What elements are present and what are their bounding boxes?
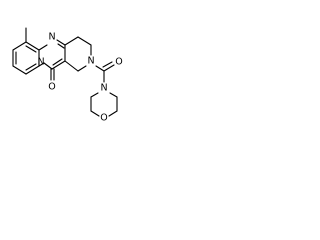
bond xyxy=(25,41,40,51)
bond xyxy=(57,43,65,49)
bond xyxy=(64,36,79,46)
atom-label-n-pyrimidine: N xyxy=(48,32,55,43)
bond xyxy=(103,64,115,72)
bond xyxy=(51,60,66,70)
bond xyxy=(90,92,99,98)
bond xyxy=(25,45,37,53)
atom-label-n-piperidine: N xyxy=(87,56,94,67)
atom-labels: N N N N O O O xyxy=(37,32,122,124)
bond xyxy=(64,60,79,72)
bond xyxy=(25,65,40,75)
atom-label-n-morpholine: N xyxy=(100,83,107,94)
atom-label-o-morpholine: O xyxy=(100,113,107,124)
atom-label-o-ketone: O xyxy=(48,82,55,93)
bond xyxy=(102,61,113,68)
bond xyxy=(38,62,45,67)
bond xyxy=(95,65,105,72)
bond xyxy=(12,41,27,51)
molecule-structure: N N N N O O O xyxy=(12,27,123,124)
bond xyxy=(38,44,48,51)
atom-label-n-pyrido: N xyxy=(37,57,44,68)
atom-label-o-amide: O xyxy=(115,57,122,68)
bond xyxy=(56,39,66,46)
bond xyxy=(77,36,92,46)
bond xyxy=(52,58,63,66)
bond xyxy=(90,110,100,117)
bonds xyxy=(12,27,118,117)
bond xyxy=(12,65,27,75)
bond xyxy=(77,65,87,72)
bond xyxy=(108,110,118,117)
bond xyxy=(43,62,53,70)
bond xyxy=(25,63,37,71)
bond xyxy=(109,92,118,98)
